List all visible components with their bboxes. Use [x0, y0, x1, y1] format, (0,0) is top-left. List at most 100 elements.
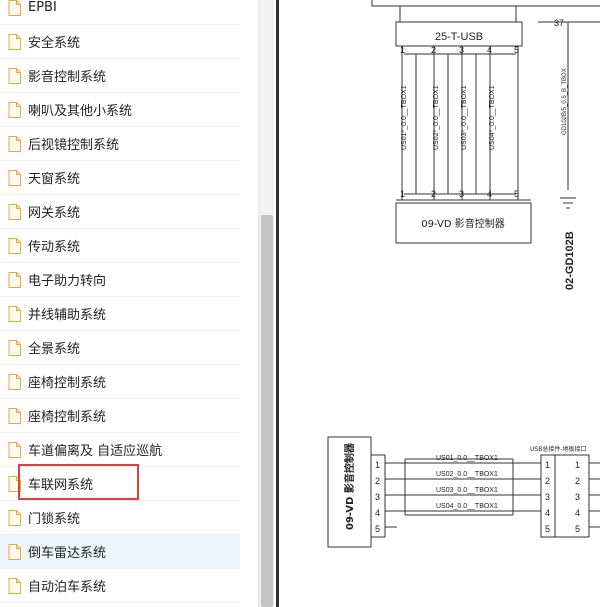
connector-label: 25-T-USB: [435, 31, 483, 43]
pin-label: 3: [545, 492, 550, 502]
pin-label: 4: [487, 189, 492, 199]
wire-label: US02_0.0__TBOX1: [436, 471, 498, 478]
pin-label: 5: [514, 189, 519, 199]
sidebar-item-label: 后视镜控制系统: [28, 138, 120, 153]
sidebar-item-panorama[interactable]: 全景系统: [0, 331, 240, 365]
sidebar-item-av-control[interactable]: 影音控制系统: [0, 59, 240, 93]
viewer-divider: [276, 0, 279, 607]
sidebar-item-label: 影音控制系统: [28, 70, 107, 85]
sidebar-item-label: 座椅控制系统: [28, 376, 107, 391]
sidebar-item-label: 安全系统: [28, 36, 81, 51]
document-icon: [8, 305, 21, 322]
wire-label: US02*_0.0__TBOX1: [433, 85, 440, 150]
wire-label: US04_0.0__TBOX1: [436, 503, 498, 510]
connector-header-label: USB总接件-地板接口: [530, 445, 586, 453]
sidebar-item-blind-spot[interactable]: 并线辅助系统: [0, 297, 240, 331]
sidebar-tree: EPBI 安全系统影音控制系统喇叭及其他小系统后视镜控制系统天窗系统网关系统传动系…: [0, 0, 258, 607]
wire-label: US04*_0.0__TBOX1: [489, 85, 496, 150]
sidebar-item-parking-radar[interactable]: 倒车雷达系统: [0, 535, 240, 569]
sidebar-item-label: 自动泊车系统: [28, 580, 107, 595]
pin-label: 5: [545, 524, 550, 534]
pin-label: 5: [575, 524, 580, 534]
sidebar-item-epbi[interactable]: EPBI: [0, 0, 240, 25]
pin-label: 2: [431, 45, 436, 55]
pin-label: 2: [431, 189, 436, 199]
document-icon: [8, 373, 21, 390]
pin-label: 2: [545, 476, 550, 486]
pin-label: 1: [400, 45, 405, 55]
sidebar-item-label: 天窗系统: [28, 172, 81, 187]
pin-label: 5: [375, 524, 380, 534]
sidebar-item-label: 并线辅助系统: [28, 308, 107, 323]
sidebar-item-eps[interactable]: 电子助力转向: [0, 263, 240, 297]
sidebar-item-label: 电子助力转向: [28, 274, 107, 289]
sidebar-item-label: 传动系统: [28, 240, 81, 255]
sidebar-item-label: 喇叭及其他小系统: [28, 104, 133, 119]
sidebar-item-auto-park[interactable]: 自动泊车系统: [0, 569, 240, 603]
document-icon: [8, 135, 21, 152]
sidebar-item-seat-1[interactable]: 座椅控制系统: [0, 365, 240, 399]
wire-label: US03_0.0__TBOX1: [436, 487, 498, 494]
pin-label: 4: [575, 508, 580, 518]
sidebar-item-sunroof[interactable]: 天窗系统: [0, 161, 240, 195]
document-icon: [8, 407, 21, 424]
module-label: 09-VD 影音控制器: [343, 442, 356, 530]
document-icon: [8, 271, 21, 288]
document-icon: [8, 509, 21, 526]
pin-label: 4: [545, 508, 550, 518]
scrollbar-thumb[interactable]: [261, 215, 273, 607]
pin-label: 2: [375, 476, 380, 486]
pin-label: 3: [575, 492, 580, 502]
pin-label: 3: [459, 189, 464, 199]
sidebar-item-label: 网关系统: [28, 206, 81, 221]
sidebar-item-label: 车联网系统: [28, 478, 94, 493]
pin-label: 2: [575, 476, 580, 486]
document-icon: [8, 0, 21, 16]
ground-label: 02-GD102B: [564, 231, 576, 290]
document-icon: [8, 101, 21, 118]
document-icon: [8, 169, 21, 186]
document-icon: [8, 67, 21, 84]
module-label: 09-VD 影音控制器: [421, 217, 504, 230]
ground-pin-label: 37: [554, 18, 564, 28]
sidebar-item-label: 座椅控制系统: [28, 410, 107, 425]
ground-wire-label: GD102B/5_0.5_B_TBOX: [562, 68, 568, 135]
sidebar-item-label: 门锁系统: [28, 512, 81, 527]
pin-label: 4: [487, 45, 492, 55]
pin-label: 3: [375, 492, 380, 502]
sidebar-item-telematics[interactable]: 车联网系统: [0, 467, 240, 501]
wire-label: US01*_0.0__TBOX1: [401, 85, 408, 150]
sidebar-item-mirror[interactable]: 后视镜控制系统: [0, 127, 240, 161]
document-icon: [8, 475, 21, 492]
diagram-viewer: 25-T-USB 1 2 3 4 5 1 2 3 4 5 US01*_0.0__…: [279, 0, 600, 607]
sidebar-item-gateway[interactable]: 网关系统: [0, 195, 240, 229]
sidebar-item-label: 车道偏离及 自适应巡航: [28, 444, 163, 459]
sidebar-item-horn-misc[interactable]: 喇叭及其他小系统: [0, 93, 240, 127]
sidebar-item-drivetrain[interactable]: 传动系统: [0, 229, 240, 263]
document-icon: [8, 33, 21, 50]
document-icon: [8, 543, 21, 560]
pin-label: 5: [514, 45, 519, 55]
wire-label: US03*_0.0__TBOX1: [461, 85, 468, 150]
sidebar-item-label: 倒车雷达系统: [28, 546, 107, 561]
sidebar-item-seat-2[interactable]: 座椅控制系统: [0, 399, 240, 433]
sidebar-item-lane-acc[interactable]: 车道偏离及 自适应巡航: [0, 433, 240, 467]
pin-label: 1: [575, 460, 580, 470]
wiring-diagram: 25-T-USB 1 2 3 4 5 1 2 3 4 5 US01*_0.0__…: [327, 0, 600, 548]
document-icon: [8, 339, 21, 356]
document-icon: [8, 237, 21, 254]
sidebar-item-label: 全景系统: [28, 342, 81, 357]
pin-label: 1: [400, 189, 405, 199]
sidebar-item-label: EPBI: [28, 0, 57, 15]
tree-list: EPBI 安全系统影音控制系统喇叭及其他小系统后视镜控制系统天窗系统网关系统传动系…: [0, 0, 240, 603]
document-icon: [8, 577, 21, 594]
sidebar-item-door-lock[interactable]: 门锁系统: [0, 501, 240, 535]
pin-label: 3: [459, 45, 464, 55]
pin-label: 1: [545, 460, 550, 470]
sidebar-item-safety[interactable]: 安全系统: [0, 25, 240, 59]
document-icon: [8, 203, 21, 220]
wire-label: US01_0.0__TBOX1: [436, 455, 498, 462]
pin-label: 1: [375, 460, 380, 470]
pin-label: 4: [375, 508, 380, 518]
document-icon: [8, 441, 21, 458]
